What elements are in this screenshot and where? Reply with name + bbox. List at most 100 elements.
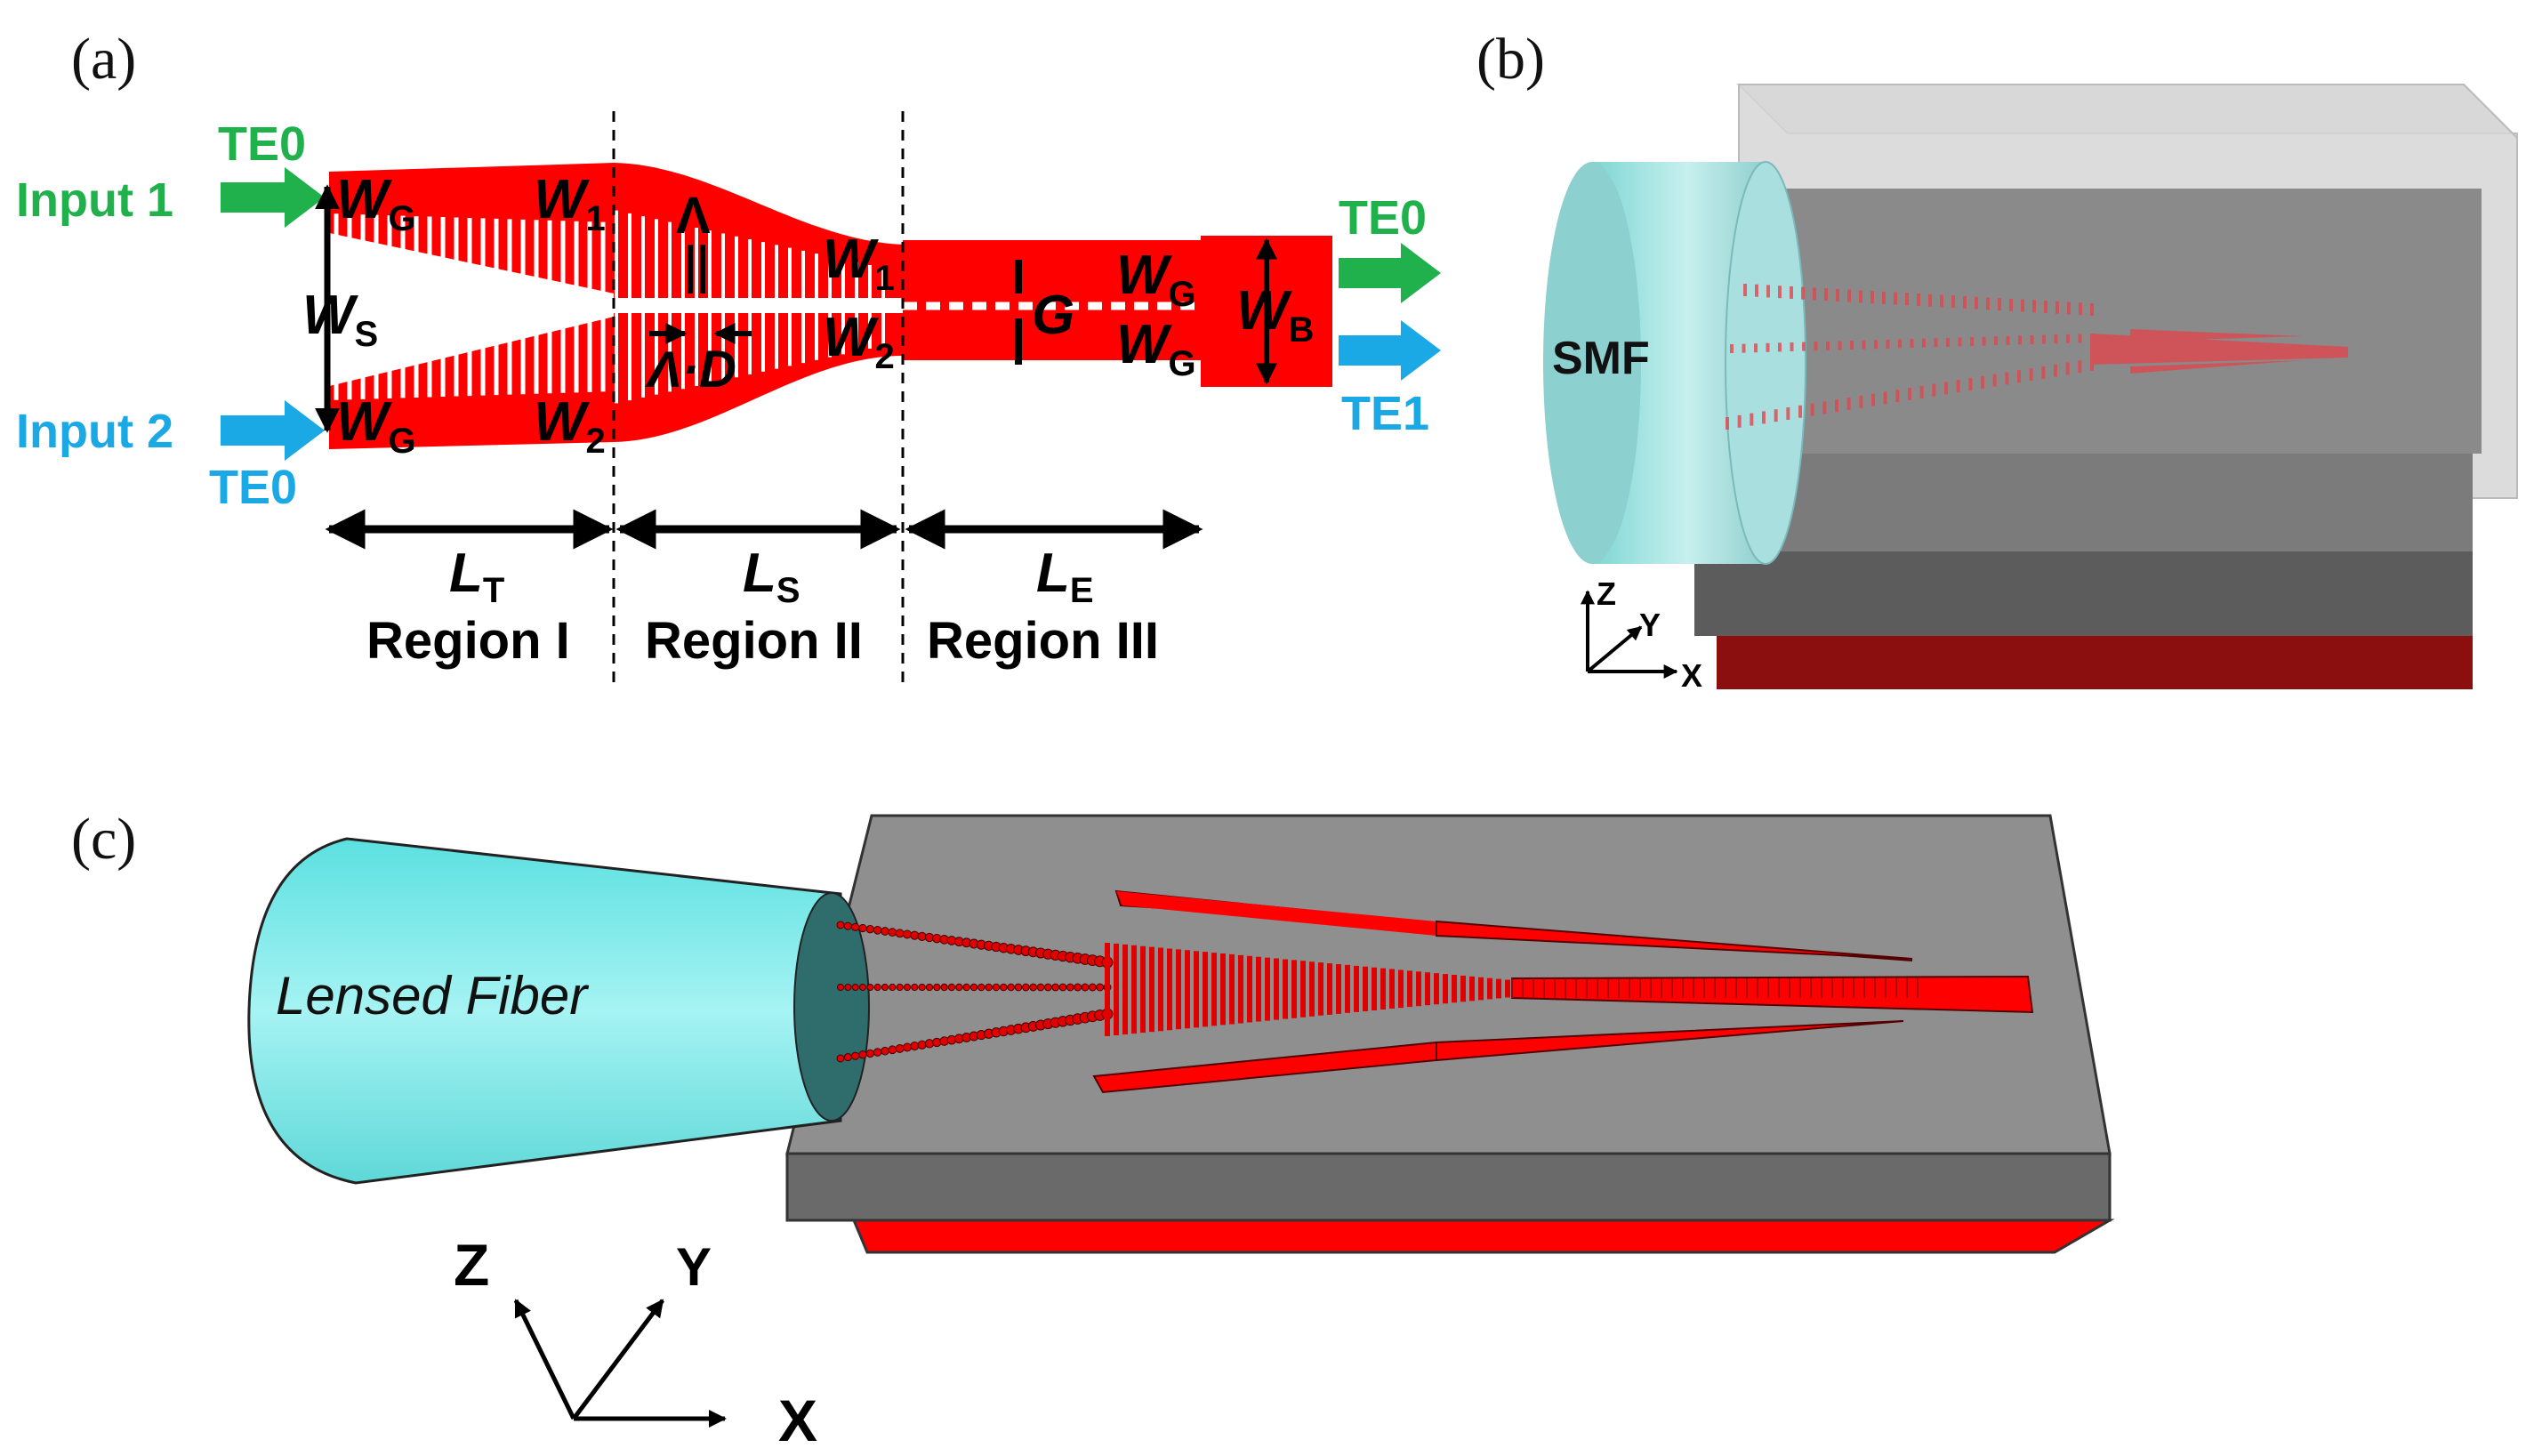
smf-label: SMF	[1552, 333, 1650, 384]
lt-label: LT	[449, 543, 504, 610]
grating-tooth	[1919, 385, 1924, 398]
device-preview-b	[1726, 284, 2348, 430]
grating-tooth	[1750, 413, 1754, 426]
region-3-label: Region III	[927, 612, 1159, 670]
grating-dot	[910, 930, 920, 940]
lensed-fiber-tip	[793, 892, 870, 1122]
grating-tooth	[2005, 372, 2009, 385]
lensed-fiber-body	[247, 837, 842, 1185]
grating-dot	[888, 1045, 897, 1055]
wb-label: WB	[1236, 280, 1314, 350]
grating-tooth	[1814, 342, 1818, 351]
grating-dot	[889, 983, 897, 992]
grating-dot	[1014, 983, 1023, 992]
grating-tooth	[1917, 294, 1920, 306]
chip-front-face	[785, 1152, 2112, 1222]
branch-separation	[329, 233, 614, 386]
grating-tooth	[1766, 342, 1770, 352]
lensed-fiber-label: Lensed Fiber	[276, 966, 589, 1026]
grating-dot	[844, 983, 852, 992]
grating-dot	[917, 1040, 927, 1050]
axis-c-z: Z	[454, 1232, 489, 1298]
grating-tooth	[1755, 284, 1758, 297]
region3-waveguide	[903, 240, 1205, 360]
grating-tooth	[1737, 414, 1742, 428]
grating-dot	[881, 927, 889, 936]
grating-dot	[858, 983, 867, 992]
grating-dot	[873, 1048, 882, 1057]
grating-tooth	[2018, 335, 2022, 345]
grating-tooth	[2017, 370, 2021, 383]
grating-dot	[851, 922, 860, 931]
grating-dot	[837, 984, 844, 991]
grating-tooth	[1882, 291, 1886, 304]
taper-b-lower	[2130, 360, 2304, 374]
grating-tooth	[1813, 287, 1816, 301]
grating-dot	[1051, 983, 1060, 992]
w2-region3-label: W2	[823, 307, 895, 376]
subwavelength-grating-stripes	[329, 210, 885, 404]
smf-back-face	[1543, 162, 1641, 564]
grating-tooth	[1801, 286, 1805, 300]
panel-c: (c) Lensed Fiber Z Y X	[71, 807, 2115, 1453]
grating-tooth	[1846, 398, 1851, 410]
taper-b-upper	[2130, 329, 2304, 342]
grating-tooth	[1894, 292, 1897, 305]
grating-tooth	[1754, 343, 1758, 353]
panel-c-tag: (c)	[71, 807, 136, 872]
grating-dot	[955, 983, 963, 992]
grating-tooth	[1886, 339, 1890, 349]
grating-tooth	[1743, 284, 1747, 296]
upper-taper-c-wide	[1116, 891, 1436, 936]
ls-label: LS	[743, 543, 800, 610]
grating-tooth	[1859, 290, 1862, 303]
grating-dot	[903, 929, 912, 939]
grating-dot	[1074, 983, 1082, 992]
grating-dot	[1096, 983, 1105, 992]
input2-label: Input 2	[16, 405, 173, 458]
grating-tooth	[1871, 393, 1875, 406]
grating-dot	[881, 1046, 889, 1056]
device-c	[836, 889, 2034, 1094]
grating-tooth	[2078, 360, 2082, 374]
grating-dot	[1081, 983, 1090, 992]
grating-dot	[866, 983, 874, 992]
grating-tooth	[1836, 288, 1839, 302]
chip-side-middle	[1694, 551, 2473, 636]
grating-tooth	[1932, 383, 1936, 397]
grating-dot	[1021, 983, 1030, 992]
grating-tooth	[1986, 297, 1990, 310]
grating-dot	[858, 1050, 867, 1059]
grating-dot	[1058, 983, 1067, 992]
w1-top-label: W1	[534, 169, 606, 238]
chip-top-surface	[1757, 189, 2482, 454]
grating-dot	[873, 983, 881, 992]
grating-tooth	[1908, 388, 1911, 400]
lambda-d-label: Λ·D	[645, 341, 736, 398]
grating-tooth	[1898, 339, 1902, 349]
grating-dot	[917, 931, 927, 941]
w1-region3-label: W1	[823, 229, 895, 298]
grating-tooth	[2065, 362, 2070, 375]
grating-dot	[1007, 983, 1015, 992]
grating-dot	[873, 926, 882, 935]
grating-dot	[940, 983, 948, 992]
grating-dot	[865, 1049, 875, 1058]
grating-dot	[1000, 983, 1008, 992]
grating-dot	[888, 928, 897, 937]
grating-tooth	[2042, 334, 2046, 344]
grating-tooth	[1910, 339, 1914, 348]
grating-tooth	[1766, 285, 1770, 298]
grating-tooth	[2044, 301, 2047, 314]
grating-dot	[903, 983, 912, 992]
grating-tooth	[2041, 366, 2046, 379]
grating-dot	[881, 983, 889, 992]
grating-tooth	[1790, 286, 1793, 299]
grating-tooth	[2021, 299, 2024, 312]
output-bottom-mode: TE1	[1341, 387, 1429, 440]
grating-tooth	[2090, 303, 2094, 316]
grating-tooth	[1934, 338, 1938, 348]
wg-bottom-label: WG	[336, 391, 416, 461]
grating-tooth	[1835, 399, 1838, 413]
